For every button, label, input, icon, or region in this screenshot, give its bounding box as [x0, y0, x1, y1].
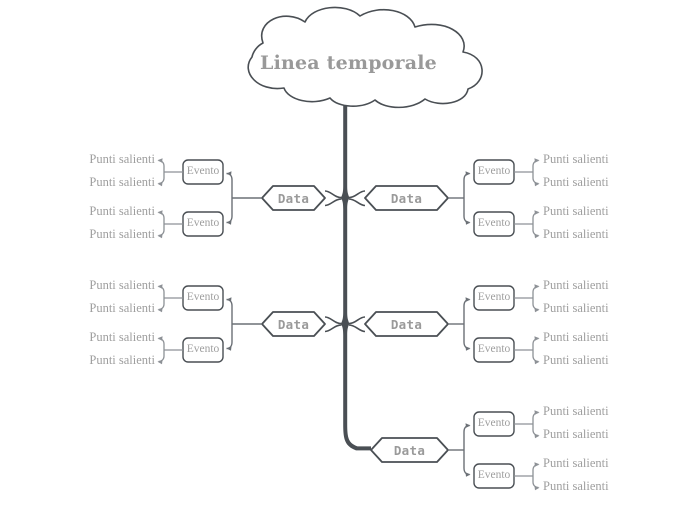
event-node-1-right-a[interactable] — [474, 160, 514, 184]
keypoint-bracket-1-left-b — [158, 211, 183, 237]
arrow-keypoint-1-right-a1 — [534, 158, 540, 163]
date-node-2-left[interactable] — [262, 312, 325, 336]
arrow-keypoint-1-left-b2 — [157, 233, 163, 239]
event-node-3-right-b[interactable] — [474, 464, 514, 488]
arrow-to-event-1-left-b — [226, 220, 232, 225]
arrow-to-event-2-left-b — [226, 346, 232, 351]
arrow-keypoint-1-left-a2 — [157, 181, 163, 187]
arrow-keypoint-1-left-b1 — [157, 210, 163, 215]
date-node-1-left[interactable] — [262, 186, 325, 210]
keypoint-bracket-2-left-b — [158, 337, 183, 363]
arrow-keypoint-1-right-b1 — [534, 210, 540, 215]
keypoint-bracket-2-right-a — [514, 285, 539, 311]
event-node-2-left-a[interactable] — [183, 286, 223, 310]
date-node-2-left-shape — [261, 311, 326, 337]
event-node-2-right-b[interactable] — [474, 338, 514, 362]
arrow-keypoint-2-left-a1 — [157, 284, 163, 289]
arrow-keypoint-2-left-a2 — [157, 307, 163, 313]
branch-1-left-group — [157, 158, 342, 239]
keypoint-bracket-3-right-b — [514, 463, 539, 489]
arrow-to-event-3-right-a — [465, 423, 471, 428]
arrow-keypoint-1-left-a1 — [157, 158, 163, 163]
arrow-keypoint-1-right-a2 — [534, 181, 540, 187]
keypoint-bracket-1-right-a — [514, 159, 539, 185]
branch-2-right-group — [348, 284, 540, 365]
event-node-3-right-a[interactable] — [474, 412, 514, 436]
arrow-keypoint-2-right-b2 — [534, 359, 540, 365]
branch-1-right-stem-lower — [348, 198, 366, 207]
arrow-to-event-1-left-a — [226, 171, 232, 176]
fork-1-left — [226, 172, 233, 224]
root-cloud-node[interactable] — [247, 6, 483, 109]
branch-2-left-stem — [324, 316, 342, 325]
trunk-stem — [341, 98, 371, 451]
fork-2-left — [226, 298, 233, 350]
keypoint-bracket-1-right-b — [514, 211, 539, 237]
arrow-keypoint-2-right-a2 — [534, 307, 540, 313]
date-node-1-right[interactable] — [365, 186, 448, 210]
branch-3-right-group — [370, 410, 540, 491]
branch-2-left-group — [157, 284, 342, 365]
arrow-keypoint-2-left-b1 — [157, 336, 163, 341]
event-node-1-right-b[interactable] — [474, 212, 514, 236]
arrow-keypoint-3-right-b2 — [534, 485, 540, 491]
branch-1-left-stem-lower — [324, 198, 342, 207]
branch-2-right-stem-lower — [348, 324, 366, 333]
arrow-keypoint-2-right-b1 — [534, 336, 540, 341]
arrow-to-event-2-left-a — [226, 297, 232, 302]
arrow-keypoint-3-right-b1 — [534, 462, 540, 467]
arrow-to-event-1-right-b — [465, 220, 471, 225]
arrow-to-event-2-right-a — [465, 297, 471, 302]
cloud-shape — [247, 6, 483, 109]
branch-2-left-stem-lower — [324, 324, 342, 333]
branch-2-right-stem — [348, 316, 366, 325]
event-node-1-left-a[interactable] — [183, 160, 223, 184]
fork-2-right — [463, 298, 470, 350]
arrow-to-event-2-right-b — [465, 346, 471, 351]
keypoint-bracket-2-left-a — [158, 285, 183, 311]
branch-1-right-group — [348, 158, 540, 239]
date-node-1-left-shape — [261, 185, 326, 211]
arrow-keypoint-3-right-a2 — [534, 433, 540, 439]
event-node-2-left-b[interactable] — [183, 338, 223, 362]
date-node-2-right[interactable] — [365, 312, 448, 336]
arrow-keypoint-2-left-b2 — [157, 359, 163, 365]
date-node-3-right[interactable] — [371, 438, 448, 462]
arrow-to-event-1-right-a — [465, 171, 471, 176]
keypoint-bracket-1-left-a — [158, 159, 183, 185]
arrow-keypoint-1-right-b2 — [534, 233, 540, 239]
branch-1-left-stem — [324, 190, 342, 199]
event-node-1-left-b[interactable] — [183, 212, 223, 236]
keypoint-bracket-3-right-a — [514, 411, 539, 437]
event-node-2-right-a[interactable] — [474, 286, 514, 310]
fork-1-right — [463, 172, 470, 224]
keypoint-bracket-2-right-b — [514, 337, 539, 363]
arrow-to-event-3-right-b — [465, 472, 471, 477]
root-node-hit[interactable] — [240, 18, 480, 102]
branch-1-right-stem — [348, 190, 366, 199]
trunk-group — [341, 98, 371, 451]
fork-3-right — [463, 424, 470, 476]
arrow-keypoint-2-right-a1 — [534, 284, 540, 289]
arrow-keypoint-3-right-a1 — [534, 410, 540, 415]
